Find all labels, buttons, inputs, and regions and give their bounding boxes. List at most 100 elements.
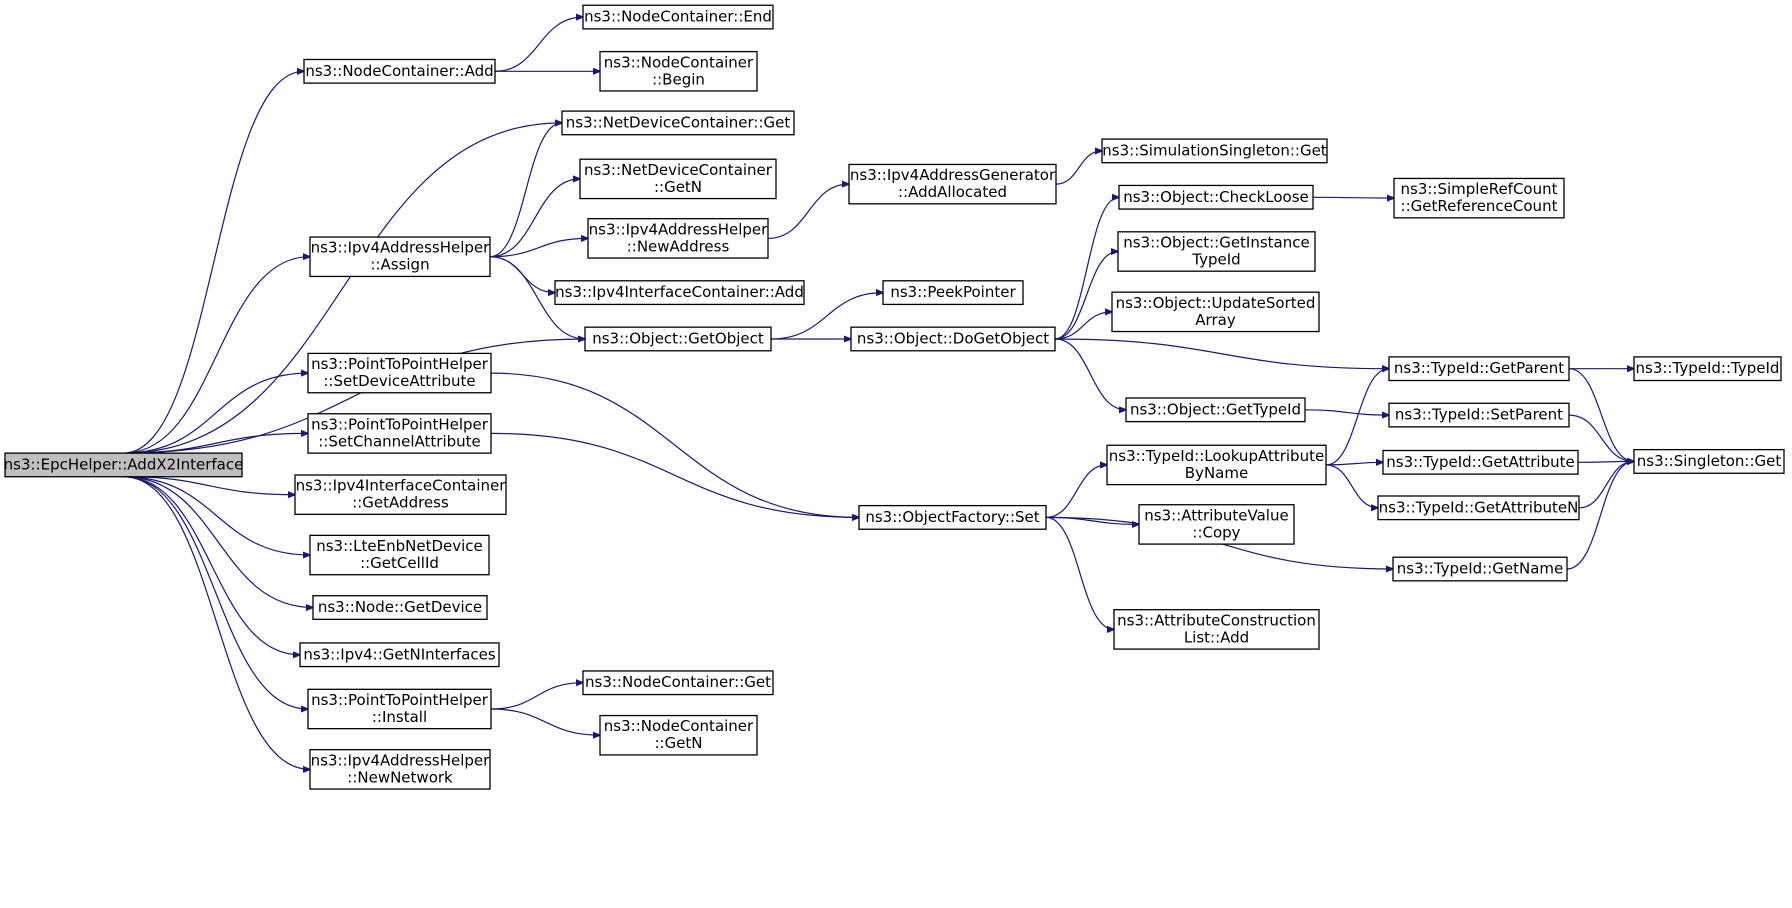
node-netdevicecontainer-getn[interactable]: ns3::NetDeviceContainer::GetN <box>579 158 777 200</box>
node-ipv4addresshelper-newnetwork[interactable]: ns3::Ipv4AddressHelper::NewNetwork <box>309 749 491 790</box>
edge-n0-n24 <box>123 433 309 454</box>
edge-n0-n1 <box>123 71 305 454</box>
node-label: ns3::NodeContainer::Add <box>305 62 493 80</box>
edge-n33-n22 <box>1577 461 1634 462</box>
node-nodecontainer-add[interactable]: ns3::NodeContainer::Add <box>303 58 496 84</box>
node-simplerefcount-getreferencecount[interactable]: ns3::SimpleRefCount::GetReferenceCount <box>1393 177 1565 219</box>
node-label: ns3::AttributeValue <box>1144 506 1288 524</box>
node-pointtopointhelper-setdeviceattribute[interactable]: ns3::PointToPointHelper::SetDeviceAttrib… <box>307 352 492 394</box>
node-label: ns3::Object::UpdateSorted <box>1116 294 1316 312</box>
node-nodecontainer-end[interactable]: ns3::NodeContainer::End <box>582 4 774 30</box>
node-object-checkloose[interactable]: ns3::Object::CheckLoose <box>1118 184 1314 210</box>
node-box <box>858 504 1047 530</box>
node-peekpointer[interactable]: ns3::PeekPointer <box>882 280 1024 306</box>
node-box <box>587 218 769 259</box>
node-pointtopointhelper-install[interactable]: ns3::PointToPointHelper::Install <box>307 688 492 730</box>
edge-n29-n38 <box>490 683 583 710</box>
node-label: ns3::ObjectFactory::Set <box>865 508 1039 526</box>
node-label: ns3::Singleton::Get <box>1637 452 1782 470</box>
node-box <box>579 158 777 200</box>
node-box <box>848 163 1057 205</box>
node-box <box>1392 556 1568 582</box>
node-simulationsingleton-get[interactable]: ns3::SimulationSingleton::Get <box>1101 138 1328 164</box>
node-box <box>307 352 492 394</box>
edge-n18-n22 <box>1568 368 1634 462</box>
node-box <box>309 749 491 790</box>
node-ipv4interfacecontainer-getaddress[interactable]: ns3::Ipv4InterfaceContainer::GetAddress <box>294 474 507 516</box>
node-ipv4-getninterfaces[interactable]: ns3::Ipv4::GetNInterfaces <box>299 642 500 668</box>
node-typeid-getparent[interactable]: ns3::TypeId::GetParent <box>1388 356 1570 382</box>
node-label: ns3::Ipv4AddressGenerator <box>850 166 1056 184</box>
edge-n0-n27 <box>123 476 314 608</box>
node-label: ns3::TypeId::LookupAttribute <box>1109 447 1324 465</box>
node-typeid-getattribute[interactable]: ns3::TypeId::GetAttribute <box>1382 449 1579 475</box>
node-box <box>1633 356 1782 382</box>
edge-n0-n29 <box>123 476 309 709</box>
edge-n0-n4 <box>123 123 563 454</box>
node-netdevicecontainer-get[interactable]: ns3::NetDeviceContainer::Get <box>561 110 795 136</box>
node-pointtopointhelper-setchannelattribute[interactable]: ns3::PointToPointHelper::SetChannelAttri… <box>307 413 492 454</box>
node-label: ::GetAddress <box>352 494 449 512</box>
node-attributevalue-copy[interactable]: ns3::AttributeValue::Copy <box>1138 504 1295 545</box>
edge-n6-n5 <box>489 179 580 258</box>
node-label: ns3::Ipv4AddressHelper <box>311 239 491 257</box>
node-ipv4addressgenerator-addallocated[interactable]: ns3::Ipv4AddressGenerator::AddAllocated <box>848 163 1057 205</box>
node-object-gettypeid[interactable]: ns3::Object::GetTypeId <box>1125 397 1306 423</box>
edge-n20-n21 <box>1304 409 1389 415</box>
node-typeid-setparent[interactable]: ns3::TypeId::SetParent <box>1388 402 1570 428</box>
node-box <box>1382 449 1579 475</box>
node-box <box>554 280 805 306</box>
node-box <box>1393 177 1565 219</box>
edge-n13-n14 <box>1054 197 1119 340</box>
node-typeid-typeid[interactable]: ns3::TypeId::TypeId <box>1633 356 1782 382</box>
node-box <box>309 534 490 576</box>
node-ipv4interfacecontainer-add[interactable]: ns3::Ipv4InterfaceContainer::Add <box>554 280 805 306</box>
node-nodecontainer-get[interactable]: ns3::NodeContainer::Get <box>582 670 774 696</box>
node-ipv4addresshelper-newaddress[interactable]: ns3::Ipv4AddressHelper::NewAddress <box>587 218 769 259</box>
node-box <box>1633 448 1785 474</box>
edge-n0-n26 <box>123 476 311 555</box>
node-box <box>561 110 795 136</box>
node-label: ns3::TypeId::GetName <box>1397 560 1563 578</box>
node-nodecontainer-getn[interactable]: ns3::NodeContainer::GetN <box>599 714 758 756</box>
node-objectfactory-set[interactable]: ns3::ObjectFactory::Set <box>858 504 1047 530</box>
edge-n29-n39 <box>490 708 600 735</box>
node-label: ns3::NodeContainer <box>604 53 754 71</box>
node-label: ::Assign <box>370 256 429 274</box>
node-object-dogetobject[interactable]: ns3::Object::DoGetObject <box>850 326 1056 352</box>
node-label: ns3::NetDeviceContainer::Get <box>566 113 791 131</box>
edge-n32-n34 <box>1325 464 1378 508</box>
node-box <box>582 670 774 696</box>
node-nodecontainer-begin[interactable]: ns3::NodeContainer::Begin <box>599 50 758 92</box>
node-typeid-getattributen[interactable]: ns3::TypeId::GetAttributeN <box>1377 495 1580 521</box>
node-singleton-get[interactable]: ns3::Singleton::Get <box>1633 448 1785 474</box>
node-lteenbnetdevice-getcellid[interactable]: ns3::LteEnbNetDevice::GetCellId <box>309 534 490 576</box>
node-object-getobject[interactable]: ns3::Object::GetObject <box>584 326 772 352</box>
node-node-getdevice[interactable]: ns3::Node::GetDevice <box>312 595 488 620</box>
node-epchelper-addx2interface[interactable]: ns3::EpcHelper::AddX2Interface <box>4 452 244 478</box>
edge-n32-n18 <box>1325 369 1389 466</box>
node-label: ::GetCellId <box>360 554 439 572</box>
edge-n13-n18 <box>1054 338 1389 369</box>
node-label: ns3::PointToPointHelper <box>311 691 489 709</box>
node-label: ::SetChannelAttribute <box>318 432 481 450</box>
edge-n21-n22 <box>1568 414 1634 461</box>
node-box <box>1118 184 1314 210</box>
node-label: ns3::PointToPointHelper <box>311 415 489 433</box>
edge-n32-n33 <box>1325 462 1383 465</box>
node-typeid-getname[interactable]: ns3::TypeId::GetName <box>1392 556 1568 582</box>
node-box <box>1388 402 1570 428</box>
edge-n7-n9 <box>767 184 849 239</box>
node-label: ns3::Object::GetObject <box>592 329 764 347</box>
node-box <box>582 4 774 30</box>
edge-n9-n10 <box>1055 151 1102 185</box>
edge-n6-n11 <box>489 256 585 339</box>
node-ipv4addresshelper-assign[interactable]: ns3::Ipv4AddressHelper::Assign <box>309 236 491 278</box>
node-box <box>1111 291 1320 333</box>
node-label: ::AddAllocated <box>898 183 1007 201</box>
